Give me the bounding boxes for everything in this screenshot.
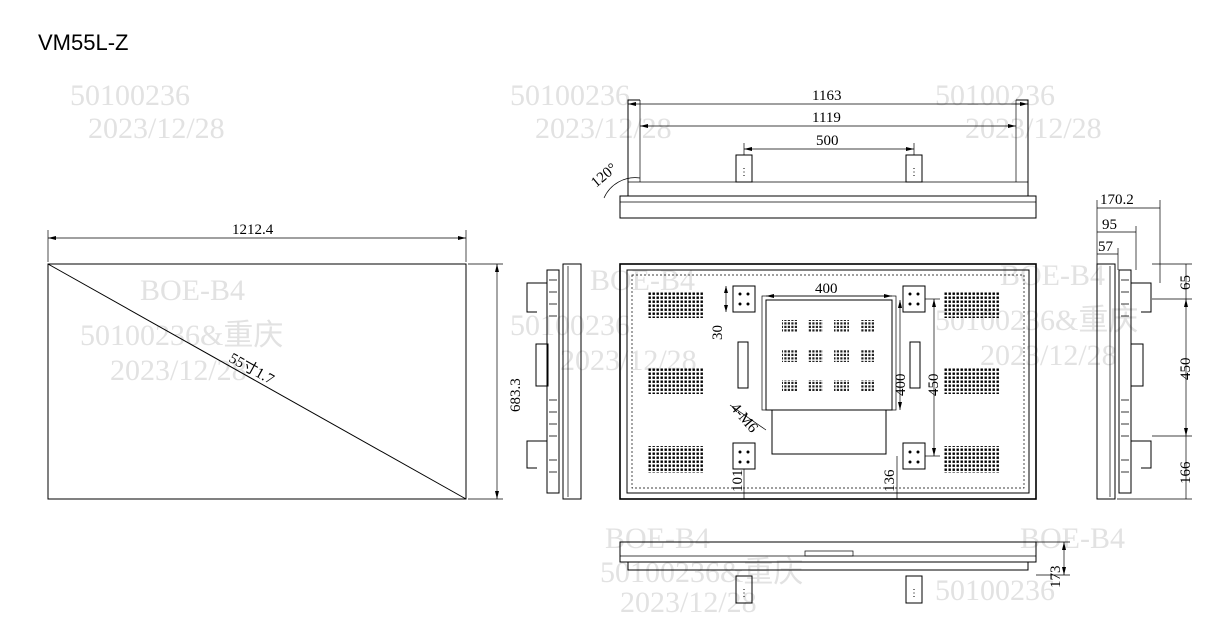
- offset-bottom-right-label: 136: [882, 469, 898, 492]
- offset-top-label: 30: [710, 325, 726, 340]
- bottom-view: ⋮ ⋮ 173: [619, 541, 1070, 604]
- watermark-factory: BOE-B4: [140, 274, 245, 307]
- top-outer-width-label: 1163: [812, 88, 841, 104]
- top-bracket-spacing-label: 500: [816, 133, 839, 149]
- bottom-offset-label: 166: [1178, 461, 1194, 484]
- watermark-date: 2023/12/28: [980, 339, 1117, 372]
- depth-mid-label: 95: [1102, 217, 1117, 233]
- back-view: 400 400 450 30 4-M6 101 136: [619, 263, 1037, 500]
- depth-total-label: 170.2: [1100, 192, 1134, 208]
- offset-bottom-left-label: 101: [730, 470, 746, 493]
- drawing-title: VM55L-Z: [38, 30, 129, 55]
- watermark-date: 2023/12/28: [535, 112, 672, 145]
- top-inner-width-label: 1119: [812, 110, 841, 126]
- vesa-width-label: 400: [815, 281, 838, 297]
- watermark-code: 50100236: [510, 79, 630, 112]
- diagonal-line: [47, 263, 467, 500]
- watermark-code: 50100236: [510, 309, 630, 342]
- watermark-code-city: 50100236&重庆: [80, 319, 283, 352]
- side-bracket-spacing-label: 450: [1178, 358, 1194, 381]
- watermark-date: 2023/12/28: [88, 112, 225, 145]
- watermark-code-city: 50100236&重庆: [600, 556, 803, 589]
- bottom-depth-label: 173: [1048, 566, 1064, 589]
- bracket-height-label: 450: [926, 374, 942, 397]
- depth-front-label: 57: [1098, 239, 1114, 255]
- svg-text:⋮: ⋮: [739, 167, 749, 178]
- left-side-view: [526, 263, 582, 500]
- screw-label: 4-M6: [727, 400, 761, 436]
- svg-text:⋮: ⋮: [909, 588, 919, 599]
- watermark-code: 50100236: [935, 574, 1055, 607]
- svg-text:⋮: ⋮: [909, 167, 919, 178]
- watermark-date: 2023/12/28: [620, 586, 757, 619]
- watermark-date: 2023/12/28: [110, 354, 247, 387]
- top-offset-label: 65: [1178, 275, 1194, 290]
- watermark-code: 50100236: [935, 79, 1055, 112]
- right-side-view: 170.2 95 57 65 450 166: [1096, 192, 1194, 500]
- watermark-code: 50100236: [70, 79, 190, 112]
- watermark-factory: BOE-B4: [1020, 522, 1125, 555]
- watermark-date: 2023/12/28: [965, 112, 1102, 145]
- watermark-factory: BOE-B4: [605, 522, 710, 555]
- svg-text:⋮: ⋮: [739, 588, 749, 599]
- vesa-height-label: 400: [893, 374, 909, 397]
- front-width-label: 1212.4: [232, 222, 274, 238]
- front-height-label: 683.3: [508, 378, 524, 412]
- front-panel-outline: [47, 263, 467, 500]
- angle-label: 120°: [588, 160, 620, 191]
- watermarks: 50100236 2023/12/28 50100236 2023/12/28 …: [70, 79, 1138, 619]
